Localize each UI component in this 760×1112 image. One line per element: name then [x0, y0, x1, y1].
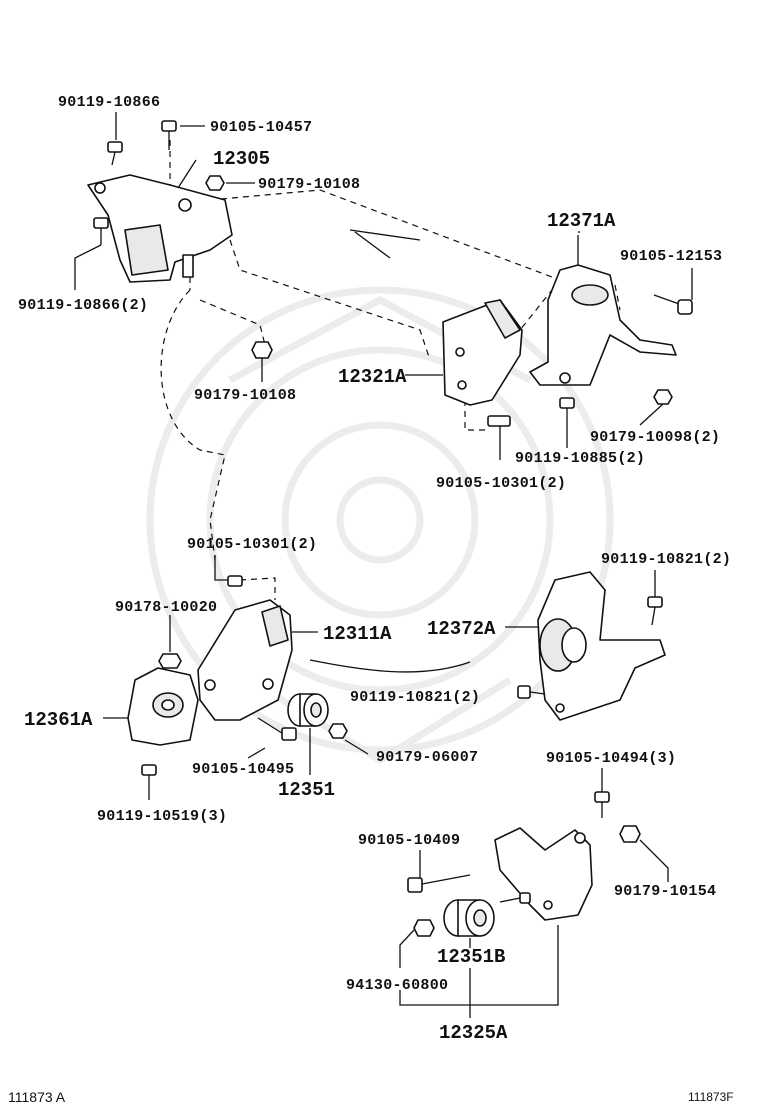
label-12311a: 12311A [323, 623, 392, 645]
bolt-90119-10821-2-right-icon [647, 570, 663, 626]
label-90119-10866-2: 90119-10866(2) [18, 297, 148, 314]
engine-outline [160, 189, 576, 673]
label-12361a: 12361A [24, 709, 93, 731]
part-12321a-bracket[interactable] [405, 299, 523, 406]
label-12371a: 12371A [547, 210, 616, 232]
label-90119-10821-2-right: 90119-10821(2) [601, 551, 731, 568]
nut-94130-60800-icon [399, 919, 435, 968]
label-90119-10885-2: 90119-10885(2) [515, 450, 645, 467]
label-90105-10457: 90105-10457 [210, 119, 312, 136]
diagram-code-left: 111873 A [8, 1089, 66, 1105]
part-12311a-bracket[interactable] [197, 599, 318, 721]
label-94130-60800: 94130-60800 [346, 977, 448, 994]
label-90119-10519-3: 90119-10519(3) [97, 808, 227, 825]
bolt-90119-10519-3-icon [141, 764, 157, 800]
group-bracket-lines [399, 925, 559, 1018]
bolt-90119-10821-2-left-icon [517, 685, 546, 699]
label-90179-10098-2: 90179-10098(2) [590, 429, 720, 446]
label-90119-10821-2-left: 90119-10821(2) [350, 689, 480, 706]
part-12361a-engine-mount[interactable] [103, 667, 199, 746]
label-90178-10020: 90178-10020 [115, 599, 217, 616]
bolt-90119-10866-2-icon [74, 217, 109, 290]
label-90119-10866: 90119-10866 [58, 94, 160, 111]
nut-90179-10108-lower-icon [251, 341, 273, 382]
label-90179-10108-upper: 90179-10108 [258, 176, 360, 193]
bolt-90105-10457-icon [161, 120, 205, 150]
nut-90179-06007-icon [328, 723, 369, 755]
label-90105-10494-3: 90105-10494(3) [546, 750, 676, 767]
part-12351b-bushing[interactable] [443, 899, 495, 948]
label-90105-10301-2-middle: 90105-10301(2) [187, 536, 317, 553]
label-12372a: 12372A [427, 618, 496, 640]
bolt-90105-10495-icon [247, 717, 297, 759]
diagram-code-right: 111873F [688, 1090, 734, 1104]
label-90179-10108-lower: 90179-10108 [194, 387, 296, 404]
nut-90178-10020-icon [158, 615, 182, 669]
bolt-90105-10494-3-icon [594, 768, 610, 818]
bolt-90119-10885-2-icon [559, 397, 575, 448]
bolt-90105-10301-2-middle-icon [214, 555, 243, 587]
label-12351: 12351 [278, 779, 335, 801]
nut-90179-10098-2-icon [639, 389, 673, 426]
bolt-90105-10409-icon [407, 850, 471, 893]
part-labels: 90119-10866 90105-10457 12305 90179-1010… [18, 94, 731, 1044]
part-12351-bushing[interactable] [287, 693, 329, 775]
label-12325a: 12325A [439, 1022, 508, 1044]
label-12351b: 12351B [437, 946, 505, 968]
bolt-90105-12153-icon [653, 268, 693, 315]
part-12305-engine-mount[interactable] [87, 174, 233, 283]
label-90105-12153: 90105-12153 [620, 248, 722, 265]
label-90105-10495: 90105-10495 [192, 761, 294, 778]
part-12372a-engine-mount[interactable] [505, 571, 666, 721]
leader-lines [177, 159, 580, 233]
label-90105-10301-2-upper: 90105-10301(2) [436, 475, 566, 492]
part-12371a-engine-mount[interactable] [529, 235, 677, 386]
label-90105-10409: 90105-10409 [358, 832, 460, 849]
nut-90179-10154-icon [619, 825, 669, 882]
bolt-90119-10866-icon [107, 112, 123, 166]
label-12321a: 12321A [338, 366, 407, 388]
label-90179-06007: 90179-06007 [376, 749, 478, 766]
bolt-90105-10301-2-upper-icon [487, 415, 511, 460]
label-90179-10154: 90179-10154 [614, 883, 716, 900]
label-12305: 12305 [213, 148, 270, 170]
part-12325a-bracket-assembly[interactable] [494, 827, 593, 921]
nut-90179-10108-upper-icon [205, 175, 255, 191]
